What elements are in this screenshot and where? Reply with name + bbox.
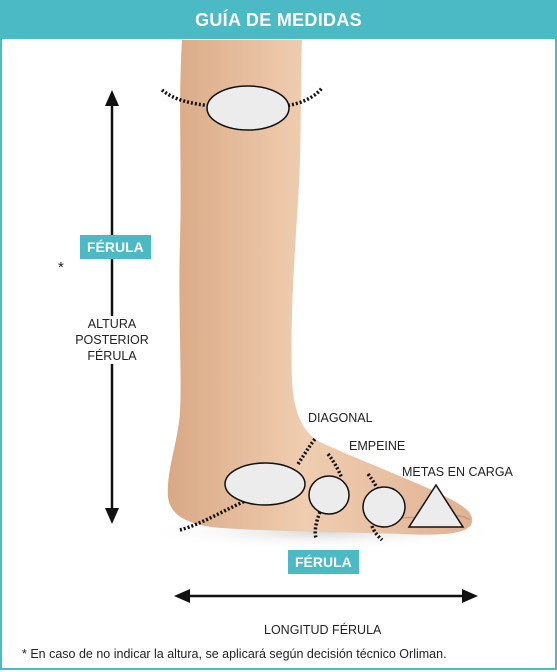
ferula-tag-top: FÉRULA (80, 235, 151, 259)
altura-label-line1: ALTURA (72, 316, 152, 332)
footnote: * En caso de no indicar la altura, se ap… (22, 647, 542, 661)
ferula-tag-bottom: FÉRULA (288, 550, 359, 574)
diagonal-label: DIAGONAL (308, 410, 373, 426)
longitud-label: LONGITUD FÉRULA (264, 622, 381, 638)
altura-label-line3: FÉRULA (72, 348, 152, 364)
height-arrow (105, 90, 119, 524)
altura-label-line2: POSTERIOR (72, 332, 152, 348)
asterisk-mark: * (58, 260, 64, 276)
metas-label: METAS EN CARGA (402, 464, 513, 480)
length-arrow (174, 589, 478, 603)
empeine-label: EMPEINE (349, 438, 405, 454)
altura-label: ALTURA POSTERIOR FÉRULA (72, 316, 152, 364)
